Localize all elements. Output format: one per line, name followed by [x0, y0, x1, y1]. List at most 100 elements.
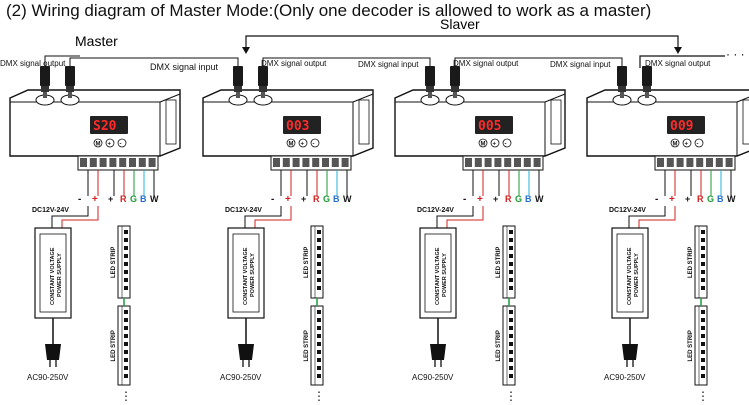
led-strip-lower-label: LED STRIP — [496, 330, 502, 361]
terminal-screw — [138, 158, 146, 167]
terminal-block — [77, 155, 159, 171]
power-supply-label-panel — [616, 233, 644, 313]
led-strip-lower: LED STRIP — [111, 305, 131, 386]
decoder-display — [90, 116, 128, 134]
decoder-side-bracket — [550, 99, 562, 145]
terminal-g-label: G — [707, 194, 714, 204]
dmx-plug-right-pin — [261, 92, 265, 98]
decoder-display-digits: 005 — [478, 119, 501, 134]
terminal-minus-label: - — [463, 194, 466, 205]
led-strip-lower-led — [701, 342, 705, 346]
dmx-plug-left-neck — [234, 86, 242, 92]
led-strip-upper-led — [509, 262, 513, 266]
terminal-screw — [312, 158, 320, 167]
terminal-w-label: W — [535, 194, 544, 204]
decoder-button-mode — [286, 138, 296, 148]
led-strip-upper: LED STRIP — [496, 225, 516, 299]
terminal-strip-plus-label: + — [685, 194, 690, 204]
strip-continuation-dots: ⋮ — [697, 389, 709, 403]
dmx-plug-right-pin — [68, 92, 72, 98]
led-strip-lower-led — [124, 326, 128, 330]
led-strip-upper-led — [509, 286, 513, 290]
led-strip-lower-led — [701, 350, 705, 354]
led-strip-upper-led — [124, 230, 128, 234]
terminal-screw — [514, 158, 521, 167]
ac-voltage-label: AC90-250V — [412, 373, 454, 382]
terminal-r-label: R — [697, 194, 704, 204]
led-strip-upper-led — [317, 286, 321, 290]
dmx-plug-right-body — [65, 66, 75, 86]
dmx-plug-left-body — [617, 66, 627, 86]
strip-continuation-dots: ⋮ — [120, 389, 132, 403]
dmx-plug-right — [65, 66, 75, 98]
terminal-r-label: R — [313, 194, 320, 204]
decoder-button-mode — [478, 138, 488, 148]
psu-minus-wire — [628, 206, 666, 228]
terminal-screw — [129, 158, 136, 167]
led-strip-lower: LED STRIP — [688, 305, 708, 386]
decoder-button-label: - — [505, 142, 507, 148]
dmx-plug-right-neck — [66, 86, 74, 92]
slaver-arrow-right — [674, 47, 682, 54]
dmx-plug-right-pin — [453, 92, 457, 98]
terminal-screw — [89, 158, 97, 167]
dmx-plug-right-pin — [645, 92, 649, 98]
terminal-screw — [99, 158, 107, 167]
led-strip-upper-led — [317, 262, 321, 266]
terminal-block — [462, 155, 544, 171]
led-strip-lower-led — [317, 350, 321, 354]
dmx-plug-left — [40, 66, 50, 98]
terminal-screw — [282, 158, 290, 167]
chain-continuation-line — [639, 55, 725, 68]
led-strip-upper: LED STRIP — [688, 225, 708, 299]
terminal-screw — [666, 158, 674, 167]
terminal-plus-label: + — [477, 194, 483, 205]
led-strip-upper-led — [701, 262, 705, 266]
terminal-screw — [322, 158, 329, 167]
led-strip-lower-led — [317, 326, 321, 330]
decoder-button-label: + — [108, 142, 112, 148]
led-strip-lower-led — [701, 310, 705, 314]
decoder-button-label: M — [673, 142, 678, 148]
decoder-button-mode — [670, 138, 680, 148]
terminal-plus-label: + — [285, 194, 291, 205]
terminal-strip-plus-label: + — [493, 194, 498, 204]
led-strip-upper-led — [124, 262, 128, 266]
led-strip-upper-led — [317, 270, 321, 274]
ac-plug — [238, 344, 254, 360]
led-strip-upper-led — [124, 254, 128, 258]
terminal-screw — [292, 158, 300, 167]
terminal-g-label: G — [130, 194, 137, 204]
dmx-plug-right — [258, 66, 268, 98]
dmx-plug-left — [425, 66, 435, 98]
decoder-corner-edge — [159, 93, 181, 103]
led-strip-upper-led — [124, 270, 128, 274]
terminal-minus-label: - — [655, 194, 658, 205]
led-strip-lower-label: LED STRIP — [688, 330, 694, 361]
dc-voltage-label: DC12V-24V — [609, 207, 646, 214]
terminal-g-label: G — [323, 194, 330, 204]
led-strip-lower-led — [509, 310, 513, 314]
led-strip-upper-led — [509, 246, 513, 250]
decoder-button-label: - — [697, 142, 699, 148]
led-strip-lower: LED STRIP — [496, 305, 516, 386]
led-strip-lower-led — [509, 342, 513, 346]
psu-label-line1: CONSTANT VOLTAGE — [627, 247, 633, 305]
led-strip-lower-led — [509, 350, 513, 354]
decoder-button-plus — [682, 138, 692, 148]
terminal-plus-label: + — [92, 194, 98, 205]
dmx-plug-left-neck — [618, 86, 626, 92]
terminal-b-label: B — [717, 194, 724, 204]
ac-plug — [45, 344, 61, 360]
terminal-screw — [533, 158, 541, 167]
dmx-plug-right-neck — [643, 86, 651, 92]
led-strip-lower-led — [701, 366, 705, 370]
dmx-plug-left — [233, 66, 243, 98]
dmx-plug-left-neck — [41, 86, 49, 92]
decoder-button-label: M — [96, 142, 101, 148]
led-strip-lower-led — [509, 334, 513, 338]
dmx-plug-left-pin — [236, 92, 240, 98]
terminal-b-label: B — [333, 194, 340, 204]
led-strip-upper-led — [317, 238, 321, 242]
